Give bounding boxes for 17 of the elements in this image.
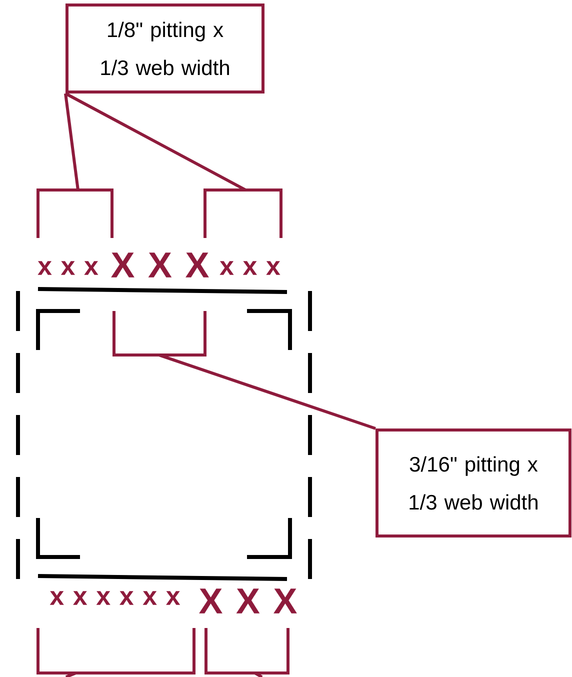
callout-box: 3/16" pitting x 1/3 web width — [376, 428, 572, 538]
pit-marks: x x x x x x — [50, 591, 180, 605]
pit-marks: X X X — [199, 588, 297, 614]
leader-line — [159, 354, 376, 430]
leader-line — [64, 92, 246, 192]
bracket — [112, 311, 206, 356]
pit-marks: x x x — [38, 261, 98, 275]
callout-box: 1/8" pitting x 1/3 web width — [66, 4, 264, 94]
bracket — [36, 628, 196, 674]
leader-line — [65, 672, 76, 677]
bracket — [204, 188, 282, 238]
pit-marks: X X X — [111, 252, 209, 278]
bracket — [204, 628, 290, 674]
leader-line — [64, 93, 80, 190]
leader-line — [254, 672, 263, 677]
bracket — [36, 188, 114, 238]
pit-marks: x x x — [220, 261, 280, 275]
